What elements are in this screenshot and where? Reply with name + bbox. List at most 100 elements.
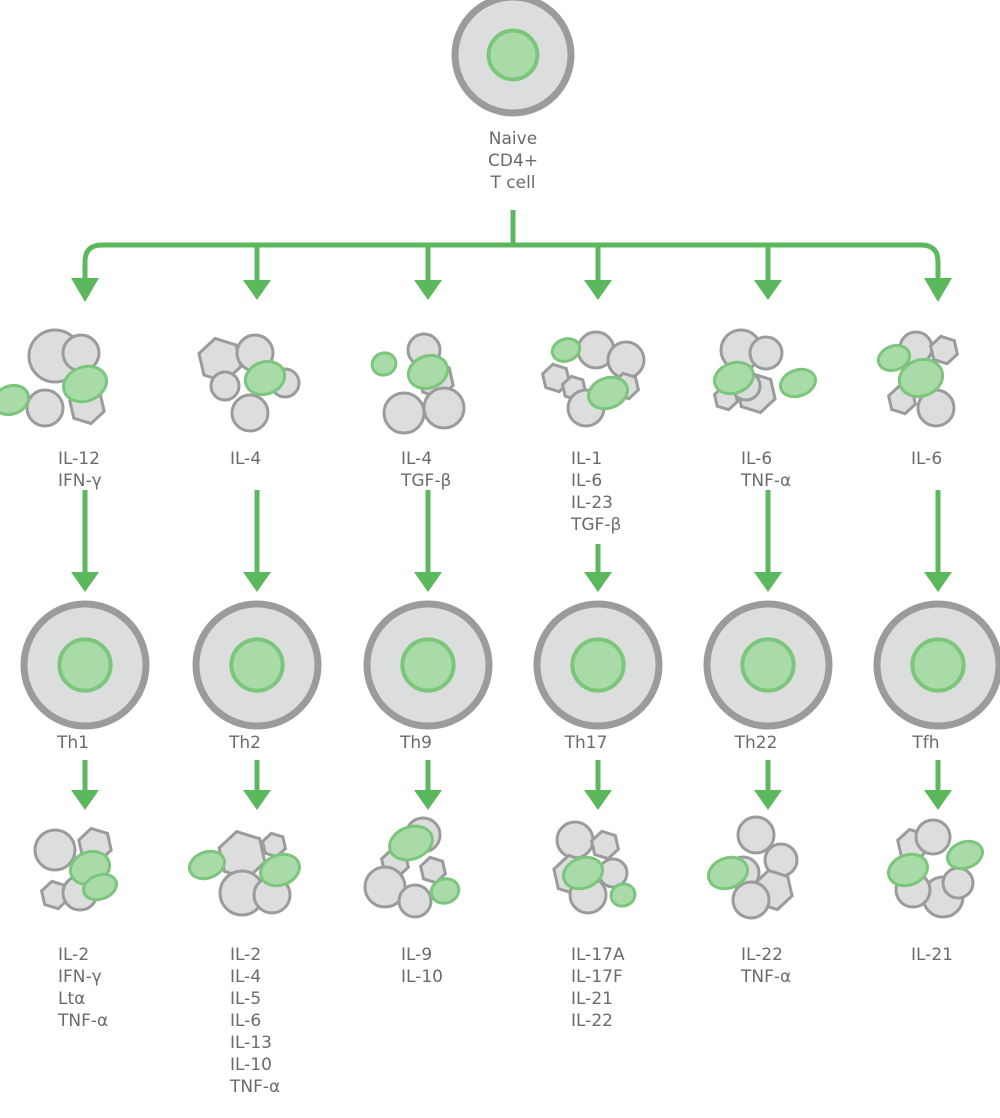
- differentiation-arrow-head: [71, 572, 99, 592]
- differentiation-arrow-head: [584, 572, 612, 592]
- inducer-cluster-th2-green-cell: [243, 359, 287, 397]
- secretion-arrow-head: [754, 790, 782, 810]
- secreted-cytokines-th1-item: TNF-α: [58, 1011, 109, 1031]
- effector-cluster-th9-green-cell: [388, 824, 434, 862]
- subset-cell-th2-nucleus: [229, 637, 285, 693]
- secreted-cytokines-tfh-item: IL-21: [911, 945, 953, 965]
- secreted-cytokines-tfh: IL-21: [911, 944, 953, 966]
- inducer-cluster-th17-green-cell: [587, 375, 629, 411]
- branch-arrow-head: [584, 280, 612, 300]
- secretion-arrow-head: [71, 790, 99, 810]
- branch-arrow-head: [414, 280, 442, 300]
- inducer-cluster-tfh-green-cell: [897, 357, 945, 399]
- differentiation-arrow-head: [414, 572, 442, 592]
- effector-cluster-th22-cell: [731, 880, 771, 920]
- secreted-cytokines-th2-item: IL-5: [230, 989, 262, 1009]
- secreted-cytokines-th22-item: IL-22: [741, 945, 783, 965]
- secreted-cytokines-th17-item: IL-22: [571, 1011, 613, 1031]
- effector-cluster-th1-green-cell: [82, 872, 118, 902]
- subset-label-tfh: Tfh: [912, 733, 940, 753]
- secreted-cytokines-th1-item: IFN-γ: [58, 967, 102, 987]
- naive-cd4-t-cell-nucleus: [486, 28, 540, 82]
- inducer-cluster-th9-green-cell: [406, 353, 450, 391]
- effector-cluster-th9-cell: [397, 883, 433, 919]
- inducer-cluster-th1-green-cell: [62, 364, 108, 404]
- inducer-cytokines-th22-item: TNF-α: [741, 471, 792, 491]
- subset-cell-tfh-nucleus: [910, 637, 966, 693]
- subset-label-th9: Th9: [400, 733, 432, 753]
- effector-cluster-th17-cell: [589, 829, 621, 861]
- inducer-cytokines-th2: IL-4: [230, 448, 261, 470]
- inducer-cluster-th1-green-cell: [0, 383, 31, 417]
- secreted-cytokines-th2-item: TNF-α: [230, 1077, 281, 1097]
- naive-cell-label: Naive CD4+ T cell: [488, 128, 538, 194]
- inducer-cytokines-th1-item: IFN-γ: [58, 471, 102, 491]
- secretion-arrow-head: [414, 790, 442, 810]
- inducer-cluster-th22-green-cell: [779, 367, 817, 399]
- naive-label-line: CD4+: [488, 150, 538, 172]
- inducer-cytokines-tfh-item: IL-6: [911, 449, 943, 469]
- inducer-cytokines-tfh: IL-6: [911, 448, 942, 470]
- effector-cluster-th1-cell: [33, 828, 77, 872]
- subset-cell-th9-nucleus: [400, 637, 456, 693]
- secreted-cytokines-th17-item: IL-21: [571, 989, 613, 1009]
- branch-connector: [82, 210, 941, 280]
- effector-cluster-th2-green-cell: [259, 852, 301, 888]
- cd4-text: CD4+: [487, 151, 539, 171]
- naive-label-line: Naive: [488, 129, 538, 149]
- inducer-cluster-tfh-green-cell: [876, 343, 912, 373]
- inducer-cytokines-th17-item: IL-1: [571, 449, 603, 469]
- subset-cell-th22-nucleus: [740, 637, 796, 693]
- secreted-cytokines-th22-item: TNF-α: [741, 967, 792, 987]
- effector-cluster-tfh-green-cell: [946, 839, 984, 871]
- inducer-cluster-th17-green-cell: [550, 337, 582, 363]
- differentiation-arrow-head: [754, 572, 782, 592]
- effector-cluster-th17-cell: [555, 820, 595, 860]
- inducer-cytokines-th1-item: IL-12: [58, 449, 100, 469]
- branch-arrow-head: [71, 278, 99, 302]
- inducer-cytokines-th17-item: TGF-β: [571, 515, 622, 535]
- subset-label-th17: Th17: [564, 733, 608, 753]
- subset-label-th1: Th1: [57, 733, 89, 753]
- inducer-cytokines-th22-item: IL-6: [741, 449, 773, 469]
- secreted-cytokines-th2-item: IL-10: [230, 1055, 272, 1075]
- effector-cluster-tfh-cell: [941, 866, 975, 900]
- branch-arrow-head: [754, 280, 782, 300]
- subset-label-th2: Th2: [229, 733, 261, 753]
- secreted-cytokines-th1-item: Ltα: [58, 989, 86, 1009]
- differentiation-arrow-head: [924, 572, 952, 592]
- inducer-cluster-th2-cell: [230, 393, 270, 433]
- secreted-cytokines-th1-item: IL-2: [58, 945, 90, 965]
- naive-label-line: T cell: [490, 173, 536, 193]
- effector-cluster-tfh-cell: [914, 818, 952, 856]
- branch-arrow-head: [243, 280, 271, 300]
- inducer-cytokines-th9-item: TGF-β: [401, 471, 452, 491]
- inducer-cytokines-th17-item: IL-6: [571, 471, 603, 491]
- effector-cluster-th9-green-cell: [429, 877, 461, 905]
- effector-cluster-th22-cell: [736, 815, 776, 855]
- subset-label-th22: Th22: [734, 733, 778, 753]
- secreted-cytokines-th2-item: IL-2: [230, 945, 262, 965]
- inducer-cluster-th17-cell: [606, 340, 646, 380]
- secreted-cytokines-th17-item: IL-17F: [571, 967, 623, 987]
- inducer-cluster-th22-green-cell: [713, 360, 755, 396]
- secreted-cytokines-th2-item: IL-13: [230, 1033, 272, 1053]
- inducer-cluster-tfh-cell: [928, 334, 960, 366]
- effector-cluster-th2-green-cell: [188, 849, 226, 881]
- secreted-cytokines-th9-item: IL-9: [401, 945, 433, 965]
- inducer-cytokines-th2-item: IL-4: [230, 449, 262, 469]
- inducer-cluster-th2-cell: [209, 370, 241, 402]
- subset-cell-th17-nucleus: [570, 637, 626, 693]
- inducer-cluster-th1-cell: [25, 388, 65, 428]
- effector-cluster-tfh-green-cell: [887, 852, 929, 888]
